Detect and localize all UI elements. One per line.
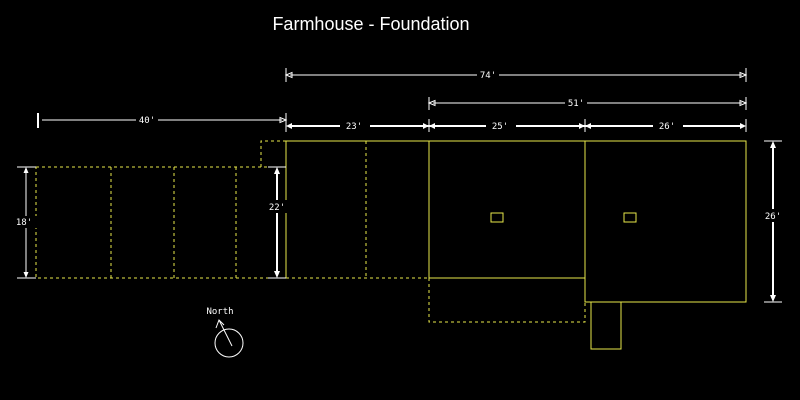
- dim-label-center: 25': [492, 122, 508, 132]
- dim-left-wing-depth: 18': [14, 166, 38, 279]
- dim-label-overall: 74': [480, 71, 496, 81]
- rear-stoop: [590, 302, 622, 350]
- dim-label-middle: 23': [346, 122, 362, 132]
- page-title: Farmhouse - Foundation: [272, 14, 469, 34]
- center-section: [428, 140, 586, 279]
- dim-label-left-wing: 40': [139, 116, 155, 126]
- right-section: [584, 140, 747, 303]
- north-label: North: [206, 307, 233, 317]
- north-compass: North: [206, 307, 244, 358]
- dim-label-right-depth: 26': [765, 212, 781, 222]
- dim-label-right: 26': [659, 122, 675, 132]
- dim-overall-width: 74': [284, 68, 748, 82]
- connector-step: [260, 140, 286, 167]
- dim-right-depth: 26': [761, 140, 785, 303]
- compass-circle-icon: [214, 328, 244, 358]
- pier-marker-right: [623, 212, 637, 223]
- dim-label-middle-depth: 22': [269, 203, 285, 213]
- dim-segment-row: 23' 25' 26': [285, 119, 747, 132]
- north-arrow-icon: [218, 319, 233, 347]
- dim-middle-depth: 22': [265, 166, 289, 279]
- rear-porch: [428, 278, 586, 323]
- dim-label-left-depth: 18': [16, 218, 32, 228]
- dim-main-width: 51': [427, 97, 748, 110]
- left-wing: [35, 166, 287, 279]
- middle-section: [285, 140, 429, 279]
- dim-label-main: 51': [568, 99, 584, 109]
- dim-left-wing-width: 40': [37, 113, 288, 128]
- pier-marker-center: [490, 212, 504, 223]
